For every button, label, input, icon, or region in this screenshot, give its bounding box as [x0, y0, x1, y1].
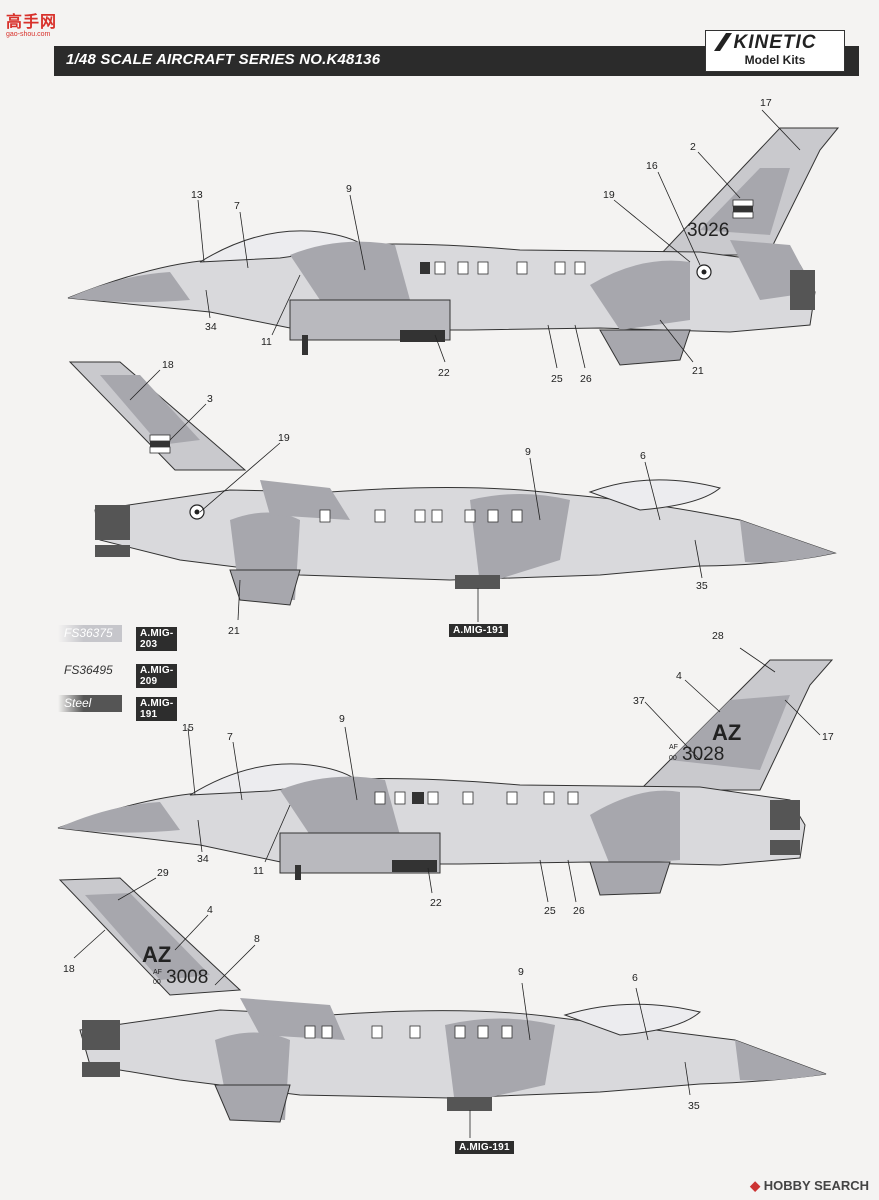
callout-label: 18	[162, 359, 174, 371]
aircraft-3-profile	[57, 659, 834, 896]
aircraft-1-leader-lines	[197, 109, 801, 369]
aircraft-4-markings: AZ AF 00 3008	[142, 942, 208, 988]
watermark-chinese: 高手网	[6, 12, 58, 31]
watermark-url: gao-shou.com	[6, 31, 51, 38]
callout-label: 34	[197, 853, 209, 865]
aircraft-3-yr: 00	[669, 755, 677, 762]
callout-label: 6	[632, 972, 638, 984]
legend-swatch: Steel	[58, 695, 122, 712]
callout-label: 4	[676, 670, 682, 682]
callout-label: 16	[646, 160, 658, 172]
callout-label: 26	[573, 905, 585, 917]
callout-label: 9	[339, 713, 345, 725]
legend-swatch: FS36495	[64, 663, 113, 677]
aircraft-2-leader-lines	[129, 369, 703, 622]
callout-label: 13	[191, 189, 203, 201]
callout-label: 9	[525, 446, 531, 458]
callout-label: 8	[254, 933, 260, 945]
callout-label: 22	[430, 897, 442, 909]
callout-label: 7	[227, 731, 233, 743]
callout-label: 22	[438, 367, 450, 379]
paint-tag-aircraft-2: A.MIG-191	[449, 624, 508, 637]
aircraft-1-profile	[67, 127, 840, 366]
callout-label: 9	[518, 966, 524, 978]
callout-label: 11	[261, 336, 272, 348]
aircraft-4-af: AF	[153, 969, 162, 976]
legend-row-fs36495: FS36495 A.MIG-209	[58, 662, 178, 688]
legend-mig-code: A.MIG-209	[136, 664, 178, 688]
legend-row-fs36375: FS36375 A.MIG-203	[58, 625, 178, 651]
aircraft-1-serial: 3026	[687, 220, 729, 241]
legend-mig-code: A.MIG-203	[136, 627, 178, 651]
callout-label: 21	[692, 365, 704, 377]
callout-label: 9	[346, 183, 352, 195]
callout-label: 18	[63, 963, 75, 975]
callout-label: 19	[603, 189, 615, 201]
paint-tag-aircraft-4: A.MIG-191	[455, 1141, 514, 1154]
callout-label: 15	[182, 722, 194, 734]
callout-label: 26	[580, 373, 592, 385]
legend-row-steel: Steel A.MIG-191	[58, 695, 178, 721]
callout-label: 35	[688, 1100, 700, 1112]
legend-mig-code: A.MIG-191	[136, 697, 178, 721]
aircraft-4-profile	[58, 877, 827, 1123]
callout-label: 34	[205, 321, 217, 333]
callout-label: 7	[234, 200, 240, 212]
aircraft-4-yr: 00	[153, 979, 161, 986]
page-title: 1/48 SCALE AIRCRAFT SERIES NO.K48136	[66, 51, 381, 68]
watermark-logo: 高手网 gao-shou.com	[4, 4, 70, 40]
kinetic-k-icon	[714, 33, 732, 51]
callout-label: 17	[760, 97, 772, 109]
aircraft-3-serial: 3028	[682, 744, 724, 765]
callout-label: 37	[633, 695, 645, 707]
brand-name: KINETIC	[733, 32, 817, 53]
callout-label: 11	[253, 865, 264, 877]
aircraft-2-callouts: 18 3 19 9 6 21 35	[162, 359, 708, 637]
aircraft-3-af: AF	[669, 744, 678, 751]
legend-swatch: FS36375	[58, 625, 122, 642]
callout-label: 19	[278, 432, 290, 444]
callout-label: 29	[157, 867, 169, 879]
aircraft-4-serial: 3008	[166, 967, 208, 988]
aircraft-3-markings: AZ AF 00 3028	[669, 720, 741, 765]
callout-label: 25	[544, 905, 556, 917]
callout-label: 25	[551, 373, 563, 385]
callout-label: 21	[228, 625, 240, 637]
aircraft-3-code: AZ	[712, 720, 741, 745]
footer-credit-text: HOBBY SEARCH	[763, 1178, 869, 1193]
aircraft-1-callouts: 17 2 16 19 13 7 9 34 11 22 25 26 21	[191, 97, 772, 385]
aircraft-2-profile	[68, 361, 837, 606]
aircraft-4-callouts: 29 4 8 18 9 6 35	[63, 867, 700, 1112]
brand-logo: KINETIC Model Kits	[705, 30, 845, 72]
callout-label: 28	[712, 630, 724, 642]
callout-label: 6	[640, 450, 646, 462]
callout-label: 4	[207, 904, 213, 916]
callout-label: 3	[207, 393, 213, 405]
aircraft-3-leader-lines	[187, 647, 821, 903]
aircraft-3-callouts: 28 4 37 17 9 15 7 34 11 22 25 26	[182, 630, 834, 917]
aircraft-4-leader-lines	[73, 877, 691, 1138]
hobby-search-credit: ◆ HOBBY SEARCH	[750, 1178, 869, 1194]
callout-label: 2	[690, 141, 696, 153]
callout-label: 35	[696, 580, 708, 592]
brand-subtitle: Model Kits	[744, 53, 806, 67]
callout-label: 17	[822, 731, 834, 743]
hobby-search-icon: ◆	[750, 1178, 764, 1193]
aircraft-4-code: AZ	[142, 942, 171, 967]
